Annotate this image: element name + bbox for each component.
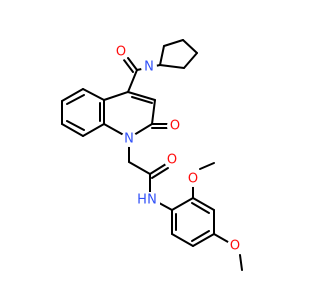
carbonyl-co-bond xyxy=(127,57,138,71)
pyrrolidine-bond xyxy=(183,52,198,69)
ome-para-methyl-bond xyxy=(239,254,243,271)
pyrrolidine-bond xyxy=(159,64,185,69)
label-bg xyxy=(167,118,183,134)
benzo-bond xyxy=(82,123,105,137)
label-bg xyxy=(121,131,137,147)
label-bg xyxy=(113,44,129,60)
aryl-double-bond xyxy=(191,230,210,242)
benzo-bond xyxy=(82,88,105,101)
label-bg xyxy=(164,152,180,168)
atom-labels: O N O N O O H N O xyxy=(113,44,243,254)
amide-hydrogen-label: H xyxy=(137,193,147,208)
ring-bond xyxy=(103,91,129,101)
label-bg xyxy=(185,171,201,187)
aryl-double-bond xyxy=(191,202,210,214)
benzo-bond xyxy=(61,123,84,137)
ring-bond xyxy=(127,91,156,101)
ketone-oxygen-label: O xyxy=(116,45,126,60)
ortho-methoxy-oxygen-label: O xyxy=(188,172,198,187)
label-bg xyxy=(136,192,160,207)
amide-co-double-bond xyxy=(151,167,169,179)
ome-para-bond xyxy=(213,233,229,243)
quinolone-nitrogen-label: N xyxy=(124,132,134,147)
pyrrolidine-bond xyxy=(163,39,184,47)
aryl-bond xyxy=(192,233,215,247)
ring-double-bond xyxy=(131,96,153,104)
para-methoxy-oxygen-label: O xyxy=(230,239,240,254)
aryl-bond xyxy=(171,233,194,247)
benzo-bond xyxy=(61,88,84,102)
label-bg xyxy=(227,238,243,254)
pyrrolidine-bond xyxy=(159,45,165,66)
carbonyl-co-double-bond xyxy=(123,59,134,73)
carbonyl-ring-bond xyxy=(127,69,138,93)
pyrrolidine-bond xyxy=(182,39,198,54)
bonds xyxy=(61,39,243,271)
amide-co-bond xyxy=(149,163,167,175)
aryl-bond xyxy=(171,197,194,211)
molecule-structure: O N O N O O H N O xyxy=(61,39,243,271)
amide-nitrogen-label: N xyxy=(147,193,157,208)
amide-oxygen-label: O xyxy=(167,153,177,168)
ome-ortho-methyl-bond xyxy=(199,162,215,170)
ring-bond xyxy=(151,99,156,125)
ch2-co-bond xyxy=(128,161,151,175)
benzo-double-bond xyxy=(66,94,85,105)
pyrrolidine-nitrogen-label: N xyxy=(144,60,154,75)
molecule-canvas: O N O N O O H N O xyxy=(61,39,243,271)
quinolone-oxygen-label: O xyxy=(170,119,180,134)
aryl-bond xyxy=(192,197,215,211)
label-bg xyxy=(141,59,157,75)
benzo-double-bond xyxy=(66,120,85,131)
